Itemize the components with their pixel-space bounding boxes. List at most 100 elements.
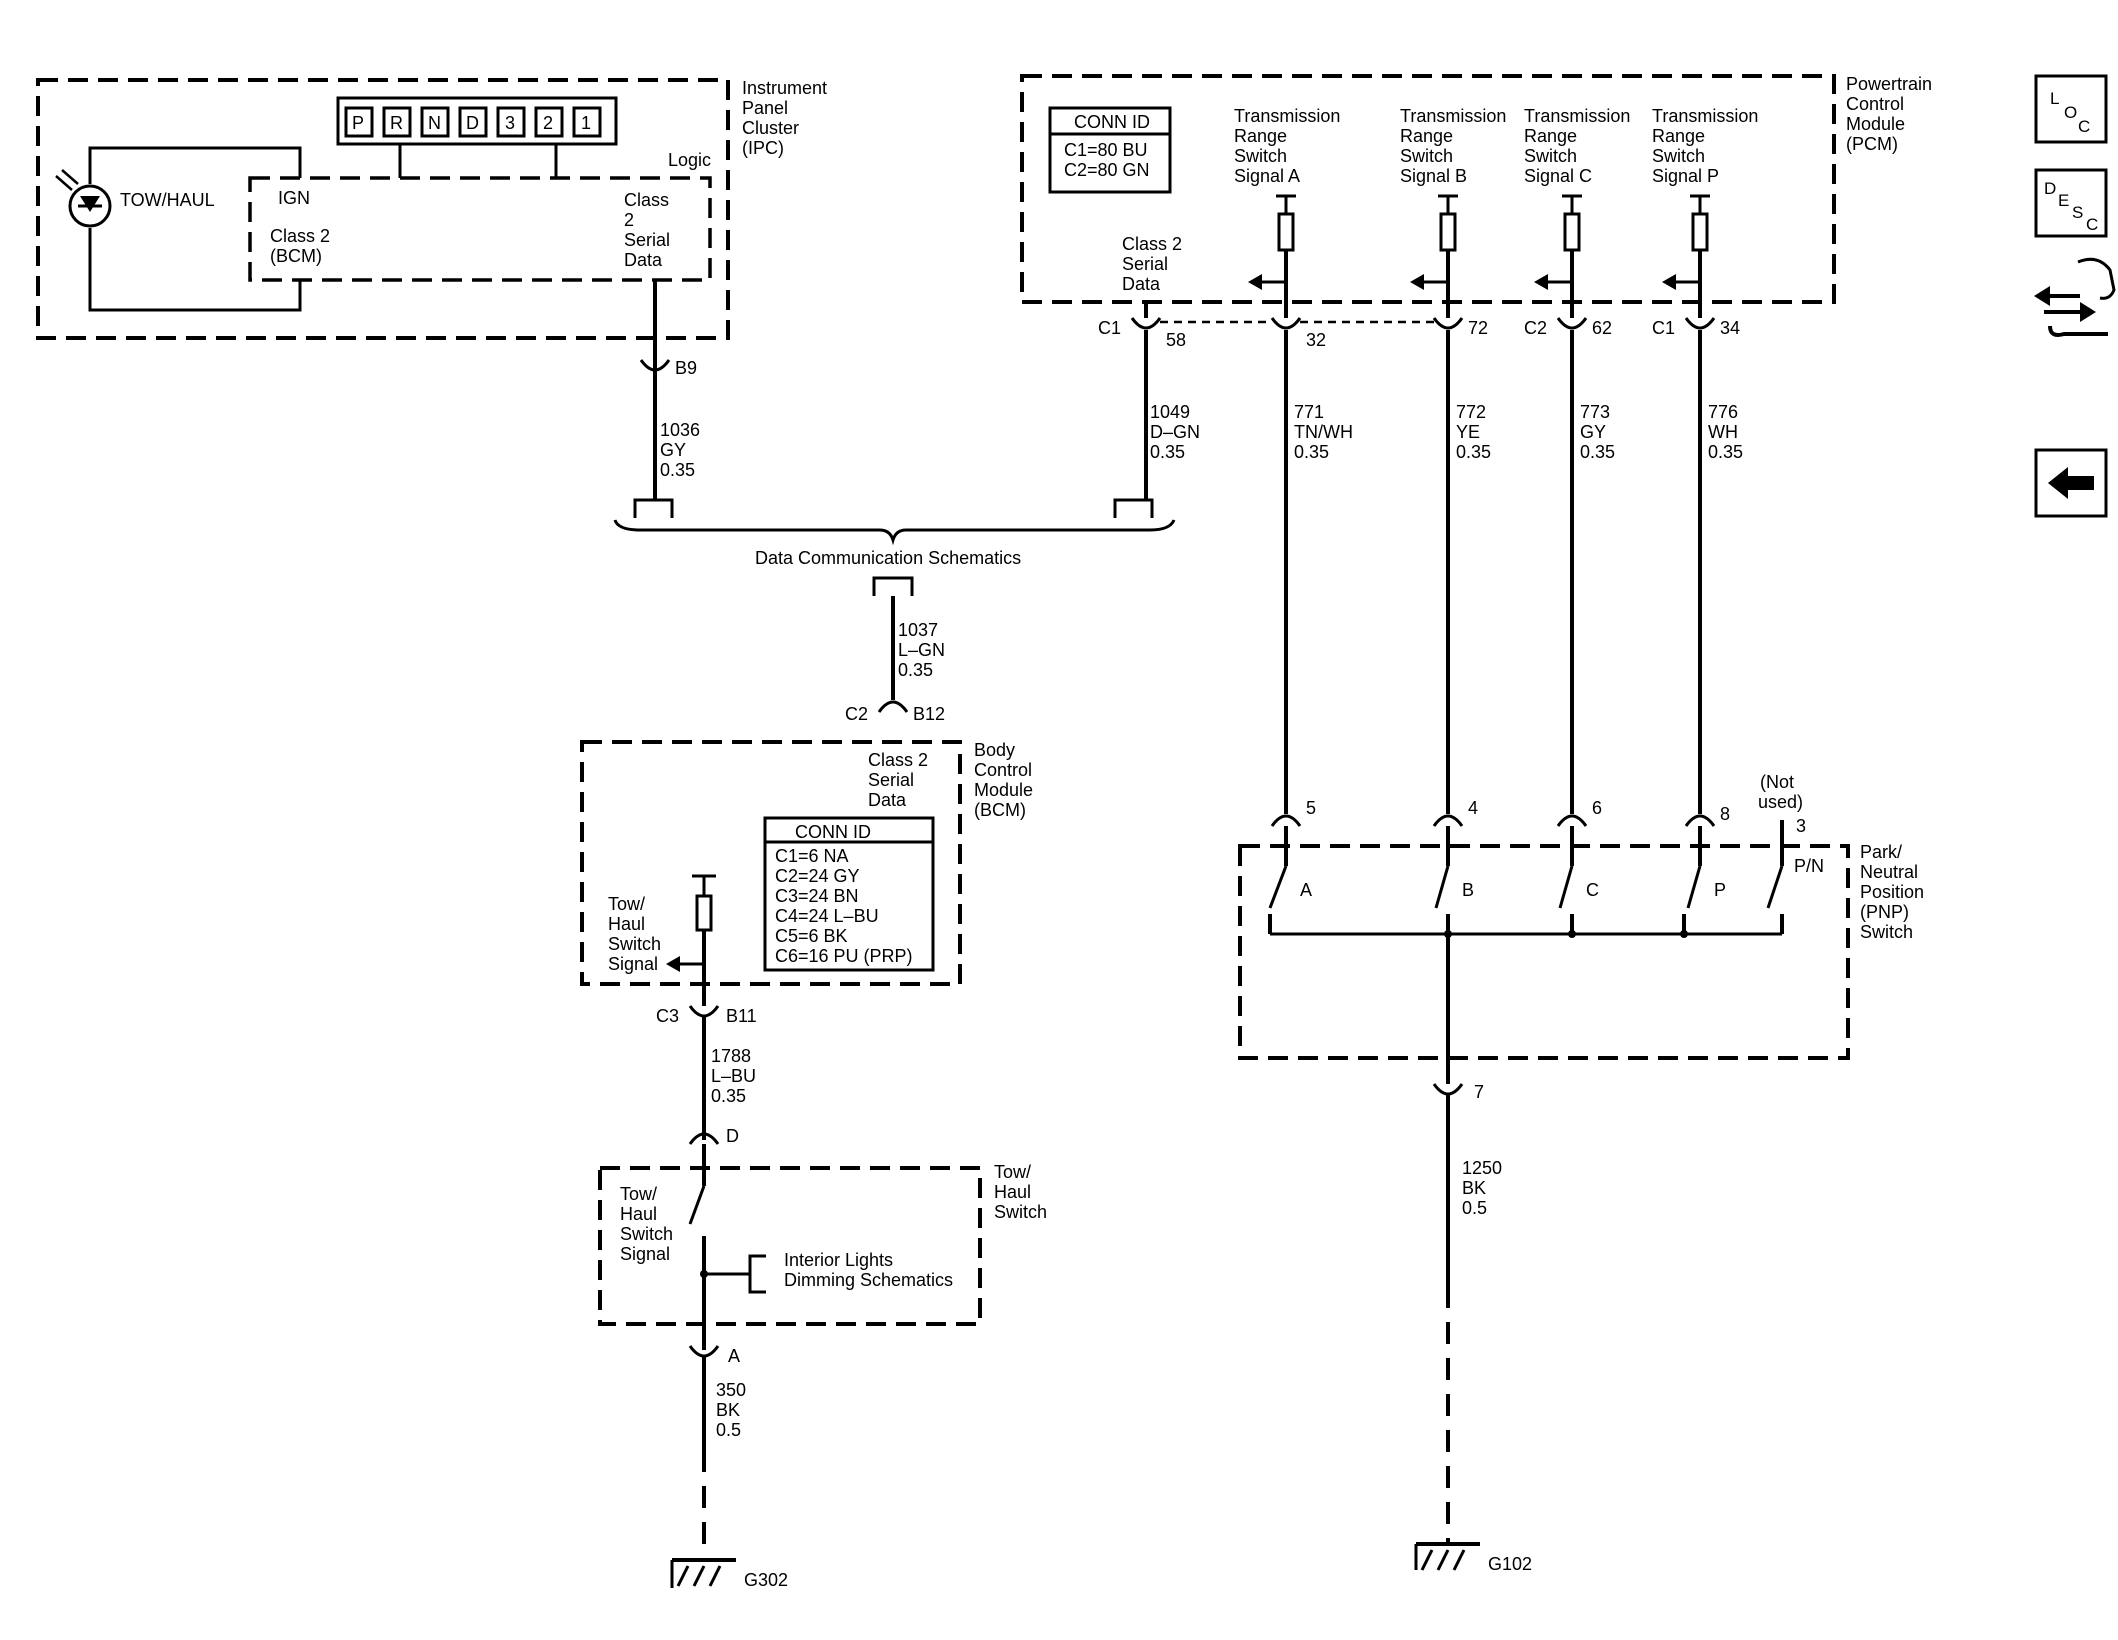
svg-text:Transmission: Transmission <box>1400 106 1506 126</box>
svg-text:Dimming Schematics: Dimming Schematics <box>784 1270 953 1290</box>
svg-text:2: 2 <box>543 113 553 133</box>
svg-text:0.35: 0.35 <box>1580 442 1615 462</box>
svg-text:C: C <box>2078 117 2090 136</box>
svg-text:S: S <box>2072 203 2083 222</box>
ipc-class2-bcm-1: Class 2 <box>270 226 330 246</box>
svg-text:772: 772 <box>1456 402 1486 422</box>
svg-text:(PNP): (PNP) <box>1860 902 1909 922</box>
ipc-module: Instrument Panel Cluster (IPC) Logic P R… <box>36 78 827 340</box>
svg-text:Data: Data <box>1122 274 1161 294</box>
svg-text:(BCM): (BCM) <box>974 800 1026 820</box>
svg-text:E: E <box>2058 191 2069 210</box>
svg-text:Class 2: Class 2 <box>1122 234 1182 254</box>
svg-text:350: 350 <box>716 1380 746 1400</box>
g302-label: G302 <box>744 1570 788 1590</box>
svg-text:Tow/: Tow/ <box>608 894 645 914</box>
svg-text:C1: C1 <box>1098 318 1121 338</box>
desc-button[interactable]: D E S C <box>2034 168 2108 238</box>
pcm-signal-b-circuit <box>1410 194 1458 318</box>
ipc-class2-4: Data <box>624 250 663 270</box>
ipc-name-2: Panel <box>742 98 788 118</box>
svg-text:C2=24 GY: C2=24 GY <box>775 866 860 886</box>
svg-text:Tow/: Tow/ <box>994 1162 1031 1182</box>
tow-haul-lamp-icon <box>68 184 112 228</box>
svg-text:C2: C2 <box>1524 318 1547 338</box>
ipc-class2-bcm-2: (BCM) <box>270 246 322 266</box>
svg-text:D: D <box>2044 179 2056 198</box>
svg-text:3: 3 <box>505 113 515 133</box>
svg-text:771: 771 <box>1294 402 1324 422</box>
svg-text:0.5: 0.5 <box>1462 1198 1487 1218</box>
svg-text:Serial: Serial <box>1122 254 1168 274</box>
svg-text:GY: GY <box>1580 422 1606 442</box>
prnd-display: P R N D 3 2 1 <box>344 106 602 138</box>
ipc-name-3: Cluster <box>742 118 799 138</box>
svg-text:Powertrain: Powertrain <box>1846 74 1932 94</box>
svg-text:YE: YE <box>1456 422 1480 442</box>
svg-text:C1=6 NA: C1=6 NA <box>775 846 849 866</box>
back-button[interactable] <box>2034 448 2108 518</box>
svg-text:C3: C3 <box>656 1006 679 1026</box>
svg-text:C2: C2 <box>845 704 868 724</box>
svg-text:Neutral: Neutral <box>1860 862 1918 882</box>
svg-text:A: A <box>1300 880 1312 900</box>
svg-text:CONN ID: CONN ID <box>795 822 871 842</box>
svg-text:1037: 1037 <box>898 620 938 640</box>
svg-text:P: P <box>1714 880 1726 900</box>
ipc-ign-label: IGN <box>278 188 310 208</box>
ipc-logic-label: Logic <box>668 150 711 170</box>
svg-text:Module: Module <box>1846 114 1905 134</box>
svg-text:P: P <box>352 113 364 133</box>
connector-tool-icon[interactable] <box>2034 257 2116 337</box>
svg-text:GY: GY <box>660 440 686 460</box>
svg-text:Range: Range <box>1400 126 1453 146</box>
svg-text:C1: C1 <box>1652 318 1675 338</box>
svg-text:C6=16 PU (PRP): C6=16 PU (PRP) <box>775 946 913 966</box>
svg-text:D–GN: D–GN <box>1150 422 1200 442</box>
svg-text:Class 2: Class 2 <box>868 750 928 770</box>
svg-text:3: 3 <box>1796 816 1806 836</box>
tow-haul-switch: D Tow/ Haul Switch Tow/ Haul Switch Sign… <box>598 1126 1047 1366</box>
svg-text:Switch: Switch <box>1860 922 1913 942</box>
svg-text:32: 32 <box>1306 330 1326 350</box>
svg-text:Park/: Park/ <box>1860 842 1902 862</box>
tow-haul-lamp-label: TOW/HAUL <box>120 190 215 210</box>
ipc-name-4: (IPC) <box>742 138 784 158</box>
svg-text:4: 4 <box>1468 798 1478 818</box>
svg-text:Switch: Switch <box>1524 146 1577 166</box>
svg-text:Signal B: Signal B <box>1400 166 1467 186</box>
svg-text:1049: 1049 <box>1150 402 1190 422</box>
svg-text:0.35: 0.35 <box>1150 442 1185 462</box>
svg-text:L: L <box>2050 89 2059 108</box>
svg-text:1788: 1788 <box>711 1046 751 1066</box>
b9-label: B9 <box>675 358 697 378</box>
ipc-class2-2: 2 <box>624 210 634 230</box>
svg-text:R: R <box>390 113 403 133</box>
svg-text:5: 5 <box>1306 798 1316 818</box>
svg-text:Switch: Switch <box>608 934 661 954</box>
svg-text:Haul: Haul <box>994 1182 1031 1202</box>
svg-text:Signal P: Signal P <box>1652 166 1719 186</box>
connector-d <box>688 1132 720 1145</box>
svg-text:BK: BK <box>1462 1178 1486 1198</box>
connector-c2-b12 <box>877 700 909 713</box>
loc-button[interactable]: L O C <box>2034 74 2108 144</box>
svg-text:CONN ID: CONN ID <box>1074 112 1150 132</box>
svg-text:D: D <box>466 113 479 133</box>
svg-text:Haul: Haul <box>620 1204 657 1224</box>
svg-text:Range: Range <box>1524 126 1577 146</box>
svg-text:C: C <box>2086 215 2098 234</box>
svg-text:Tow/: Tow/ <box>620 1184 657 1204</box>
connector-b9 <box>639 359 671 372</box>
svg-text:Module: Module <box>974 780 1033 800</box>
pcm-signal-p-circuit <box>1662 194 1710 318</box>
svg-text:773: 773 <box>1580 402 1610 422</box>
pcm-module: Powertrain Control Module (PCM) CONN ID … <box>1020 74 1932 350</box>
svg-text:0.5: 0.5 <box>716 1420 741 1440</box>
svg-text:1: 1 <box>581 113 591 133</box>
svg-text:Switch: Switch <box>1400 146 1453 166</box>
svg-text:N: N <box>428 113 441 133</box>
svg-text:7: 7 <box>1474 1082 1484 1102</box>
svg-text:C5=6 BK: C5=6 BK <box>775 926 848 946</box>
svg-text:776: 776 <box>1708 402 1738 422</box>
